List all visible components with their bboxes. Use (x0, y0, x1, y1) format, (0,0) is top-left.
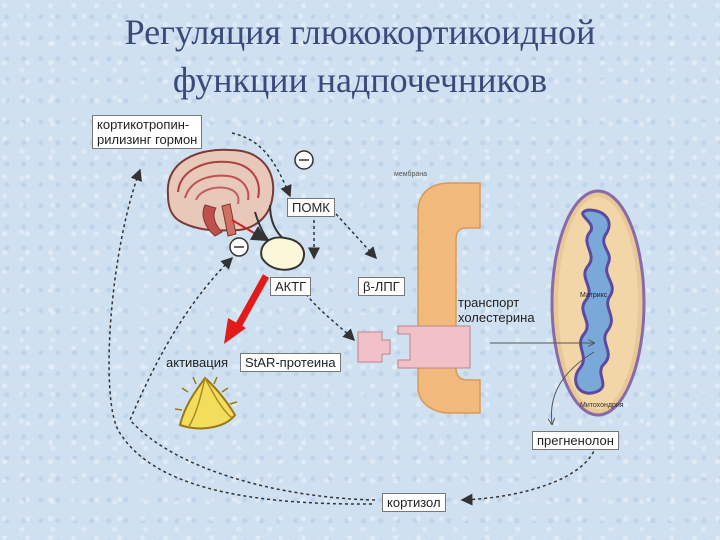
pregnenolone-to-cortisol-arrow (460, 445, 597, 506)
mitochondrion-icon (550, 189, 646, 417)
crh-line-2: рилизинг гормон (97, 132, 198, 147)
brain-icon (166, 148, 275, 237)
crh-label: кортикотропин- рилизинг гормон (92, 115, 203, 149)
crh-line-1: кортикотропин- (97, 117, 190, 132)
mito-to-pregnenolone-arrow (551, 351, 595, 424)
title-line-2: функции надпочечников (172, 60, 548, 100)
star-label: StAR-протеина (240, 353, 341, 372)
mitochondrion-label: Митохондрия (580, 402, 624, 409)
slide-title: Регуляция глюкокортикоидной функции надп… (0, 8, 720, 104)
transport-line-1: транспорт (458, 295, 520, 310)
matrix-label: Матрикс (580, 292, 608, 299)
acth-to-star-arrow (305, 293, 356, 342)
pomc-to-betalph-arrow (335, 213, 378, 260)
red-arrow-to-pituitary (231, 219, 268, 242)
transport-label: транспорт холестерина (458, 295, 535, 325)
minus-sign-icon (229, 237, 249, 257)
acth-label: АКТГ (270, 277, 312, 296)
minus-sign-icon (294, 150, 314, 170)
beta-lph-label: β-ЛПГ (358, 277, 405, 296)
crh-to-pomc-arrow (231, 132, 292, 198)
membrane-label: мембрана (394, 171, 427, 178)
transport-line-2: холестерина (458, 310, 535, 325)
activation-red-arrow (224, 274, 270, 344)
star-protein-shape (357, 325, 471, 369)
pregnenolone-label: прегненолон (532, 431, 619, 450)
activation-label: активация (166, 355, 229, 370)
pomc-label: ПОМК (287, 198, 335, 217)
title-line-1: Регуляция глюкокортикоидной (124, 12, 596, 52)
cortisol-label: кортизол (382, 493, 446, 512)
adrenal-gland-icon (174, 376, 238, 430)
